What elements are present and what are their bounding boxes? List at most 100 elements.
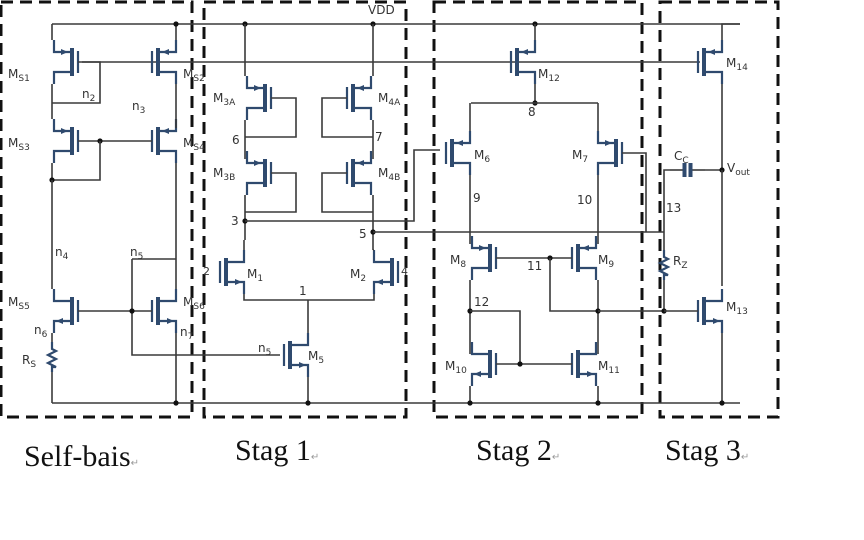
ms4-transistor-terminal-bottom	[158, 149, 178, 163]
m6-transistor-terminal-bottom	[452, 161, 472, 175]
stage1-caption: Stag 1↵	[235, 434, 320, 467]
node4-label: 4	[401, 265, 408, 278]
junction-dot	[719, 400, 725, 406]
node12-wire	[470, 310, 521, 364]
node2-label: 2	[203, 265, 210, 278]
m11-transistor-terminal-top	[578, 342, 598, 356]
cc-left	[663, 169, 670, 232]
ms3-diode-wire	[52, 141, 101, 181]
node10-label: 10	[577, 193, 592, 207]
stage2-caption: Stag 2↵	[476, 434, 561, 467]
junction-dot	[173, 400, 179, 406]
ms5-transistor-terminal-top	[52, 289, 72, 303]
m14-source	[721, 23, 740, 40]
n3-label: n3	[132, 99, 145, 116]
m5-transistor-terminal-top	[290, 333, 310, 347]
m5-transistor-terminal-bottom	[290, 363, 310, 377]
m2-transistor-arrow	[376, 279, 383, 285]
ms3-label: MS3	[8, 136, 30, 153]
m8-label: M8	[450, 253, 466, 270]
stage2-block	[432, 0, 644, 419]
m2-label: M2	[350, 267, 366, 284]
junction-dot	[595, 400, 601, 406]
m1-label: M1	[247, 267, 263, 284]
node1-label: 1	[299, 284, 307, 298]
cc-label: CC	[674, 149, 689, 166]
m3b-diode-wire	[245, 172, 297, 213]
m3b-label: M3B	[213, 166, 235, 183]
m7-label: M7	[572, 148, 588, 165]
stage3-block	[658, 0, 780, 419]
n5-label: n5	[130, 245, 143, 262]
m3b-transistor-terminal-bottom	[245, 181, 265, 195]
junction-dot	[129, 308, 135, 314]
m2-transistor-terminal-bottom	[372, 280, 392, 294]
m5-transistor-arrow	[299, 362, 306, 368]
vout-label: Vout	[727, 161, 750, 178]
m3a-diode-wire	[245, 97, 297, 138]
n6-label: n6	[34, 323, 48, 340]
m9-transistor-arrow	[582, 245, 589, 251]
m7-transistor-terminal-bottom	[596, 161, 616, 175]
node3-label: 3	[231, 214, 239, 228]
m3a-transistor-arrow	[254, 85, 261, 91]
ms3-transistor-terminal-bottom	[52, 149, 72, 163]
ms6-transistor-arrow	[167, 318, 174, 324]
m10-transistor-terminal-top	[470, 342, 490, 356]
n5-bias-wire	[131, 259, 280, 356]
junction-dot	[305, 400, 311, 406]
n2-label: n2	[82, 87, 95, 104]
m12-label: M12	[538, 67, 560, 84]
m7-gate-wire	[622, 152, 647, 232]
m7-transistor-arrow	[605, 140, 612, 146]
n7-label: n7	[180, 325, 193, 342]
junction-dot	[173, 21, 179, 27]
m12-transistor-arrow	[521, 49, 528, 55]
m5-label: M5	[308, 349, 324, 366]
ms1-label: MS1	[8, 67, 30, 84]
m9-label: M9	[598, 253, 614, 270]
m1-transistor-arrow	[235, 279, 242, 285]
ms2-transistor-arrow	[162, 49, 169, 55]
m3a-label: M3A	[213, 91, 236, 108]
m3a-transistor-terminal-bottom	[245, 106, 265, 120]
ms2-transistor-terminal-bottom	[158, 70, 178, 84]
m14-label: M14	[726, 56, 748, 73]
node13-label: 13	[666, 201, 681, 215]
node7-label: 7	[375, 130, 383, 144]
m8-transistor-arrow	[479, 245, 486, 251]
node6-label: 6	[232, 133, 240, 147]
ms4-label: MS4	[183, 136, 205, 153]
stage1-block	[202, 0, 408, 419]
node9-label: 9	[473, 191, 481, 205]
tail-node1	[243, 294, 375, 301]
m12-transistor-terminal-bottom	[517, 70, 537, 84]
rz-resistor	[657, 250, 671, 280]
self-bias-caption: Self-bais↵	[24, 440, 140, 473]
ms3-transistor-arrow	[61, 128, 68, 134]
ms6-transistor-terminal-top	[158, 289, 178, 303]
m9-transistor-terminal-bottom	[578, 266, 598, 280]
ms5-transistor-terminal-bottom	[52, 319, 72, 333]
vdd-label: VDD	[368, 3, 395, 17]
m4b-diode-wire	[321, 172, 373, 213]
m4a-transistor-arrow	[357, 85, 364, 91]
m11-label: M11	[598, 359, 620, 376]
node5-label: 5	[359, 227, 367, 241]
m13-label: M13	[726, 300, 748, 317]
ms1-diode-wire	[52, 61, 101, 104]
m13-transistor-terminal-bottom	[704, 319, 724, 333]
ms1-transistor-arrow	[61, 49, 68, 55]
node11-label: 11	[527, 259, 542, 273]
m1-transistor-terminal-bottom	[226, 280, 246, 294]
ms6-transistor-terminal-bottom	[158, 319, 178, 333]
m1-transistor-terminal-top	[226, 250, 246, 264]
m14-transistor-arrow	[708, 49, 715, 55]
node3-to-m6-gate	[245, 149, 440, 222]
m13-transistor-arrow	[713, 318, 720, 324]
m10-label: M10	[445, 359, 467, 376]
junction-dot	[467, 400, 473, 406]
stage3-caption: Stag 3↵	[665, 434, 750, 467]
ms2-label: MS2	[183, 67, 205, 84]
m10-transistor-terminal-bottom	[470, 372, 490, 386]
